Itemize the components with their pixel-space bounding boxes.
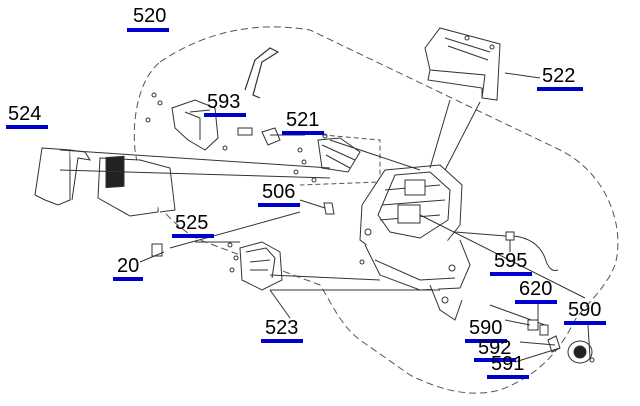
callout-595[interactable]: 595 [494, 250, 528, 272]
part-506 [323, 202, 335, 215]
callout-525-underline [172, 234, 214, 238]
part-connectors [293, 133, 361, 183]
callout-20[interactable]: 20 [117, 255, 140, 277]
leader-lines [59, 72, 591, 363]
callout-590-right-underline [564, 321, 606, 325]
callout-591-underline [487, 375, 529, 379]
callout-590-left-underline [465, 339, 507, 343]
main-housing [359, 164, 471, 321]
part-524-guide [34, 147, 92, 206]
part-522-cover [424, 27, 501, 101]
callout-592[interactable]: 592 [478, 337, 512, 359]
part-20-tag [151, 243, 163, 257]
callout-593[interactable]: 593 [207, 91, 241, 113]
callout-592-underline [474, 358, 516, 362]
callout-522[interactable]: 522 [542, 65, 576, 87]
callout-522-underline [537, 87, 583, 91]
callout-524-underline [6, 125, 48, 129]
callout-520-underline [127, 28, 169, 32]
part-593-bracket [145, 92, 228, 151]
callout-620-underline [515, 300, 557, 304]
callout-525[interactable]: 525 [175, 212, 209, 234]
dashed-leader-box [289, 131, 381, 186]
callout-506[interactable]: 506 [262, 181, 296, 203]
callout-520[interactable]: 520 [133, 5, 167, 27]
callout-506-underline [258, 203, 300, 207]
part-wire-spring [244, 47, 280, 99]
callout-523-underline [261, 339, 303, 343]
callout-523[interactable]: 523 [265, 317, 299, 339]
part-525-frame [97, 155, 176, 217]
callout-593-underline [204, 113, 246, 117]
callout-590-right[interactable]: 590 [568, 299, 602, 321]
callout-521[interactable]: 521 [286, 109, 320, 131]
callout-595-underline [490, 272, 532, 276]
part-523-module [227, 241, 283, 291]
part-521-clip [237, 127, 281, 146]
callout-524[interactable]: 524 [8, 103, 42, 125]
callout-591[interactable]: 591 [491, 353, 525, 375]
callout-521-underline [282, 131, 324, 135]
assembly-boundary [133, 26, 619, 394]
callout-20-underline [113, 277, 143, 281]
callout-590-left[interactable]: 590 [469, 317, 503, 339]
callout-620[interactable]: 620 [519, 278, 553, 300]
